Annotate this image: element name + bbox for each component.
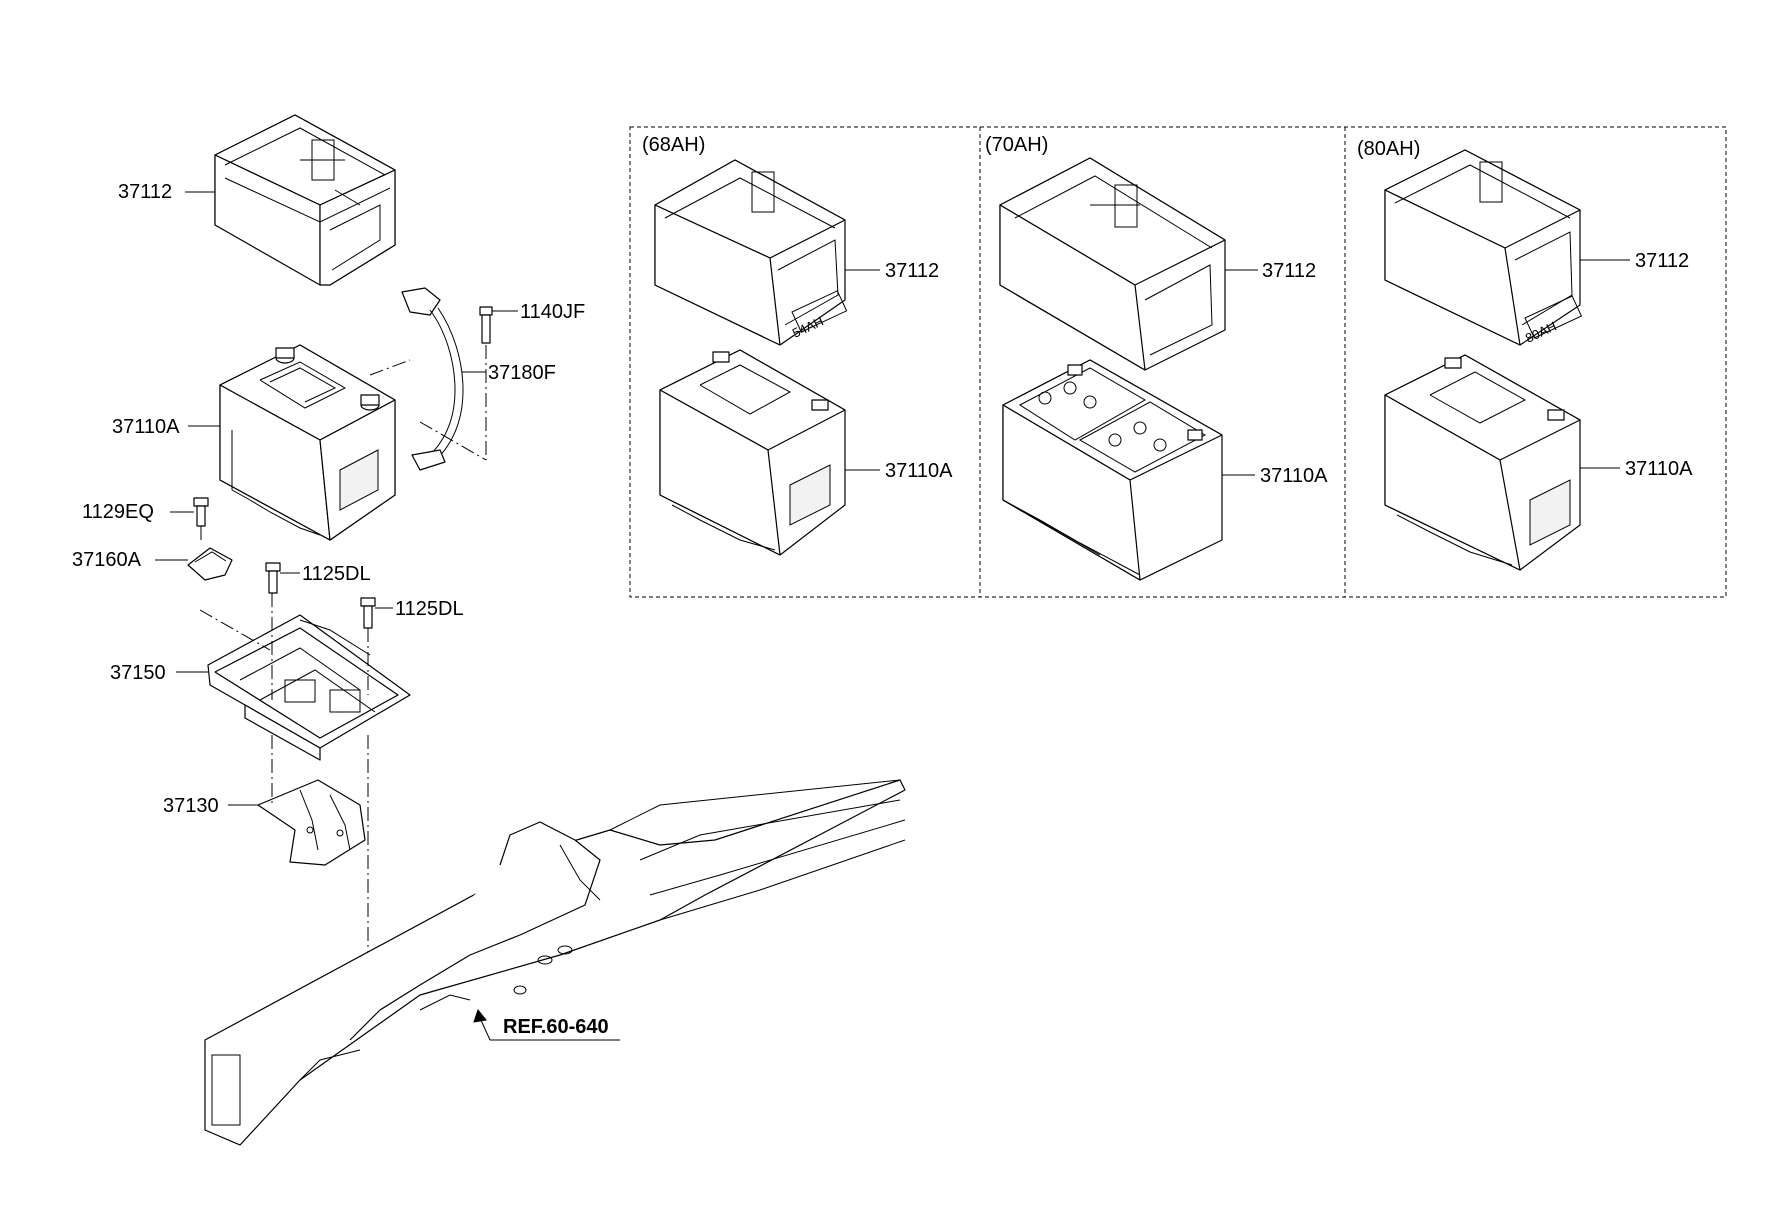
cover-70ah — [999, 157, 1226, 371]
label-70ah-battery: 37110A — [1260, 465, 1328, 487]
battery-cover-top — [214, 114, 396, 286]
label-37160a: 37160A — [72, 549, 142, 571]
label-1140jf: 1140JF — [520, 301, 585, 323]
cover-68ah — [654, 159, 848, 346]
bracket-37130 — [257, 779, 366, 866]
body-frame — [204, 779, 906, 1146]
variant-title-70ah: (70AH) — [985, 134, 1048, 156]
reference-callout — [473, 1008, 620, 1041]
label-70ah-cover: 37112 — [1262, 260, 1316, 282]
label-1125dl-2: 1125DL — [395, 598, 464, 620]
label-80ah-cover: 37112 — [1635, 250, 1689, 272]
variant-title-80ah: (80AH) — [1357, 138, 1420, 160]
label-37130: 37130 — [163, 795, 219, 817]
battery-tray — [207, 614, 411, 761]
label-37150: 37150 — [110, 662, 166, 684]
battery-left — [219, 344, 396, 541]
bolt-1125dl-2 — [360, 597, 376, 629]
label-37112: 37112 — [118, 181, 172, 203]
clamp-37160a — [187, 547, 233, 581]
label-68ah-battery: 37110A — [885, 460, 953, 482]
cover-80ah — [1384, 149, 1583, 346]
battery-70ah — [1002, 359, 1223, 581]
battery-80ah — [1384, 354, 1581, 571]
label-37110a: 37110A — [112, 416, 180, 438]
variant-title-68ah: (68AH) — [642, 134, 705, 156]
label-1129eq: 1129EQ — [82, 501, 154, 523]
bolt-1125dl-1 — [265, 562, 281, 594]
label-80ah-battery: 37110A — [1625, 458, 1693, 480]
bolt-1129eq — [193, 497, 209, 527]
label-37180f: 37180F — [488, 362, 556, 384]
reference-label: REF.60-640 — [503, 1016, 609, 1038]
battery-cable — [401, 287, 464, 471]
variants-panel — [629, 126, 1727, 598]
label-1125dl-1: 1125DL — [302, 563, 371, 585]
label-68ah-cover: 37112 — [885, 260, 939, 282]
bolt-1140jf — [479, 306, 493, 344]
battery-68ah — [659, 349, 846, 556]
